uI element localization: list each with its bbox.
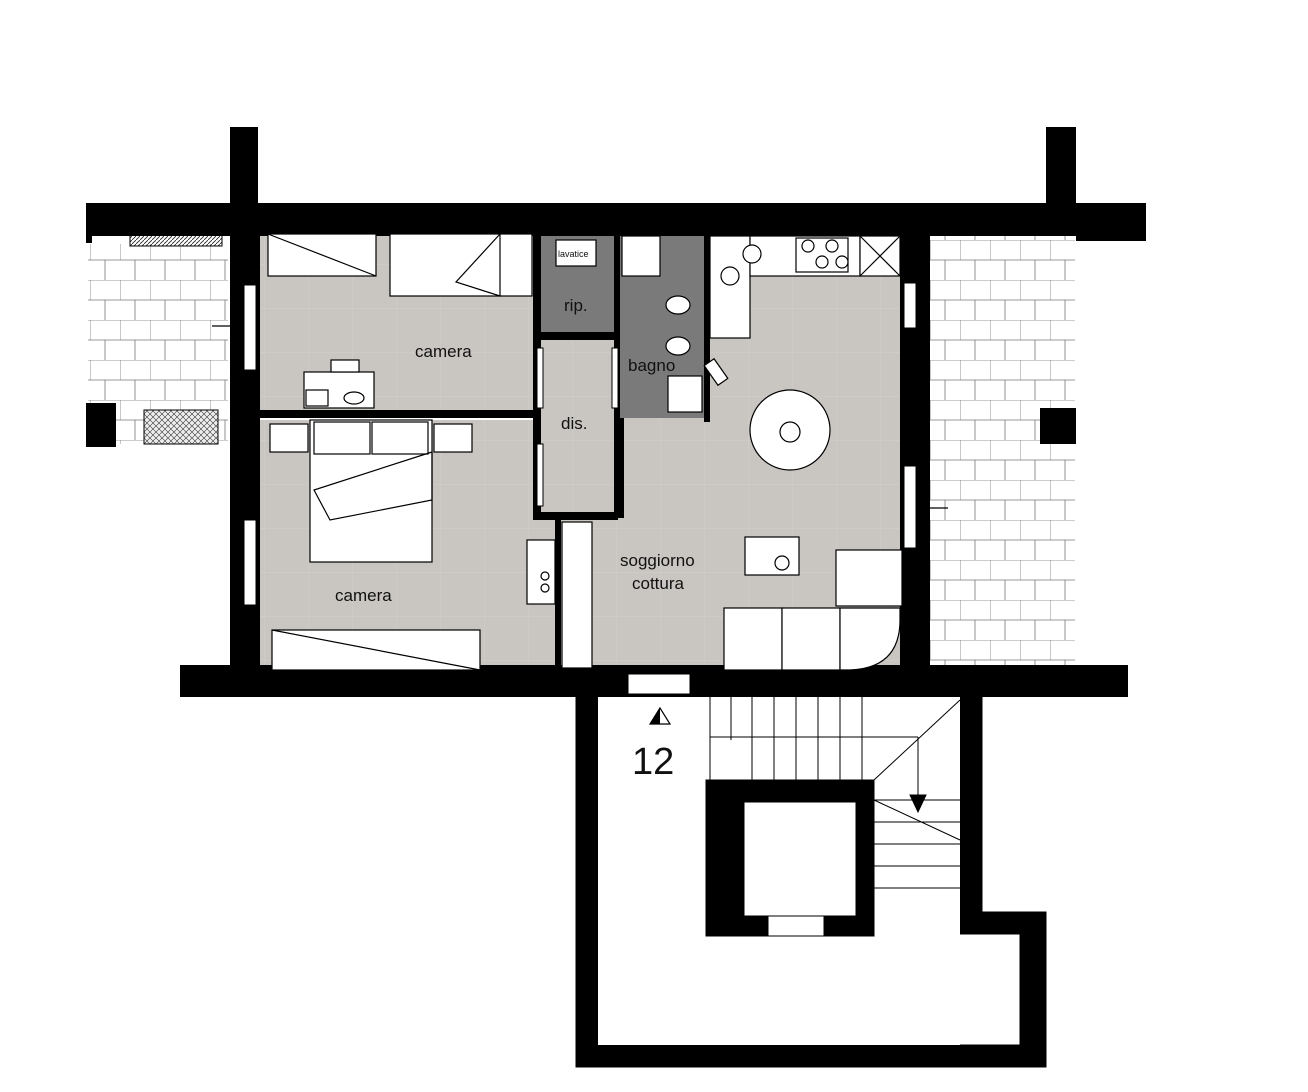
planter-grid	[143, 409, 219, 445]
room-label-ripostiglio: rip.	[564, 296, 588, 315]
room-label-camera-top: camera	[415, 342, 472, 361]
furniture	[267, 233, 903, 671]
room-label-disimpegno: dis.	[561, 414, 588, 433]
room-label-lavatrice: lavatice	[558, 249, 589, 259]
room-label-camera-bottom: camera	[335, 586, 392, 605]
room-label-cottura: cottura	[632, 574, 684, 593]
room-label-soggiorno: soggiorno	[620, 551, 695, 570]
staircase	[575, 696, 1047, 1068]
room-label-bagno: bagno	[628, 356, 676, 375]
unit-number: 12	[632, 741, 675, 783]
terrace-right	[930, 236, 1075, 666]
